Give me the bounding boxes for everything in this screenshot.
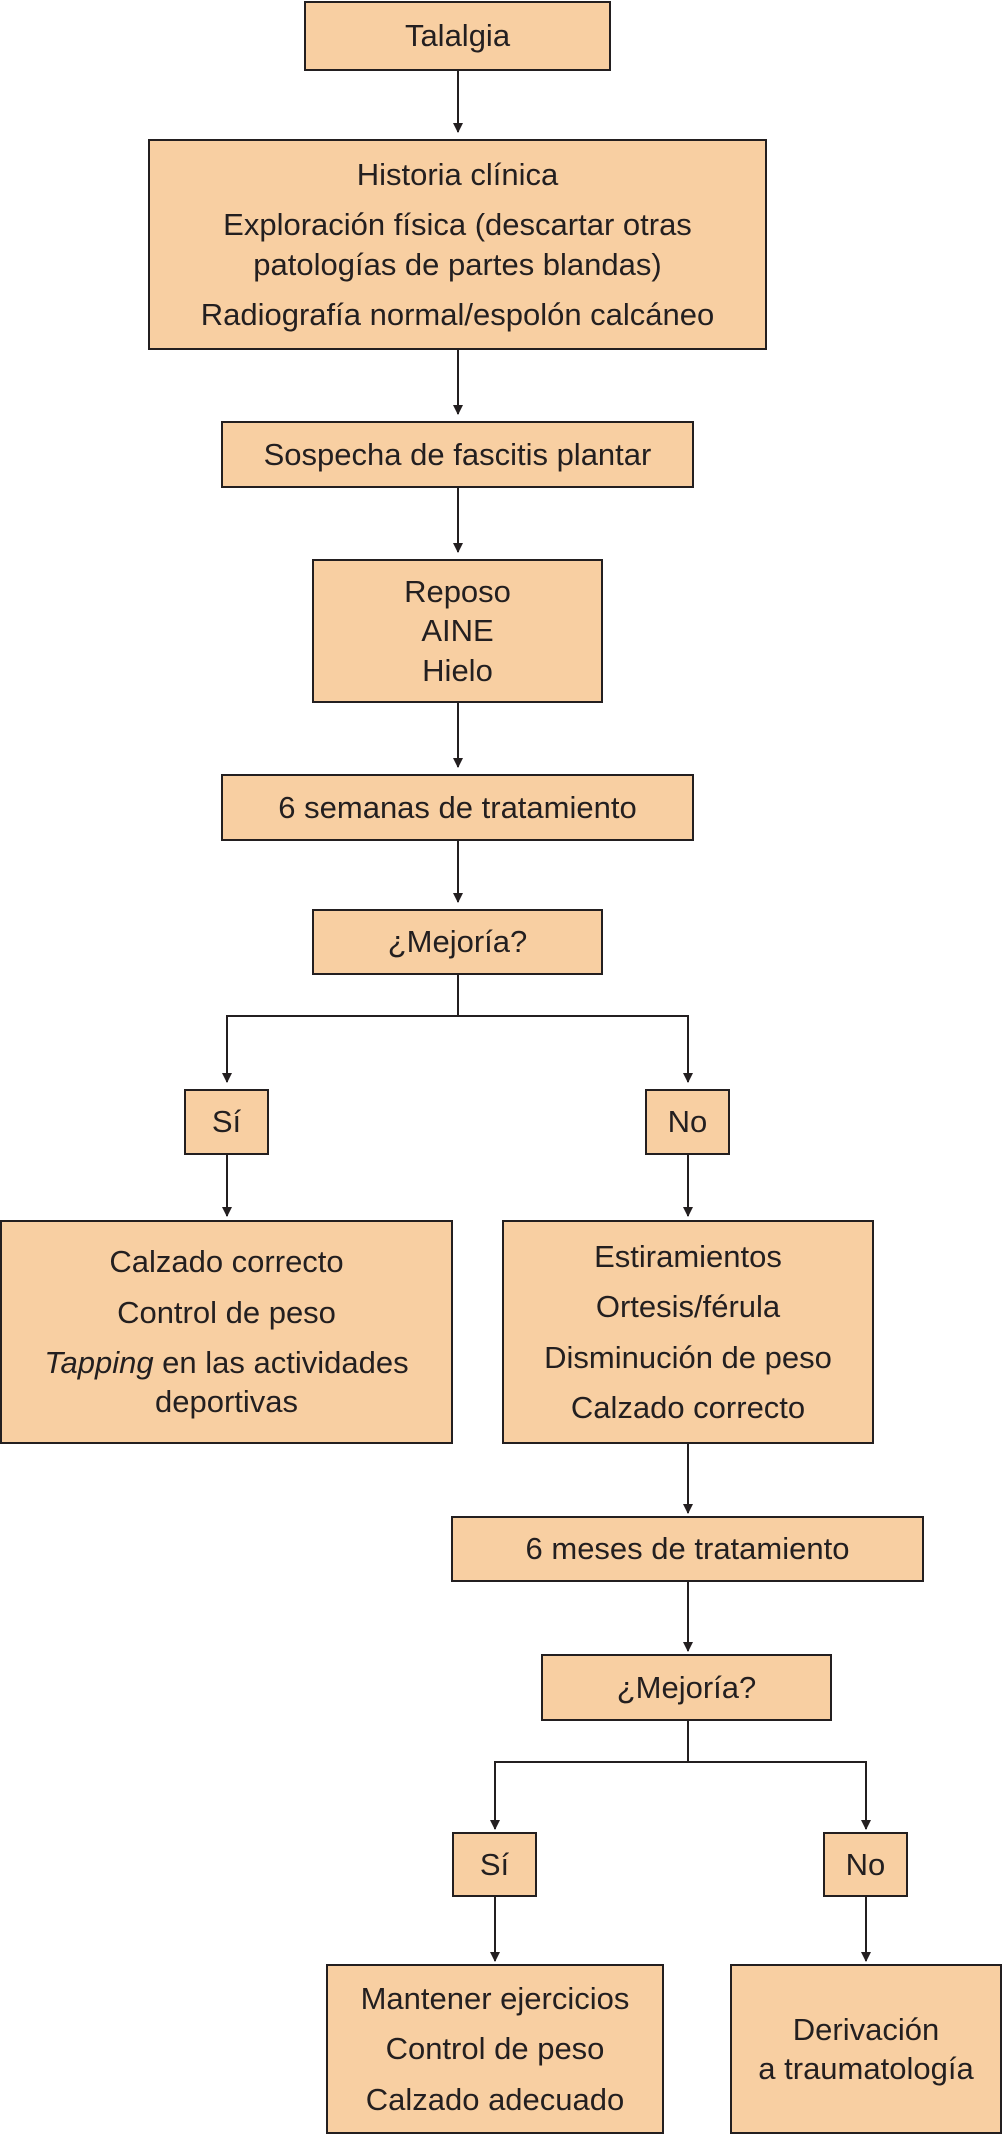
no2-referral-line-1: Derivación <box>792 2011 940 2047</box>
node-improvement-question-2: ¿Mejoría? <box>541 1654 832 1721</box>
yes1-tx-tapping-line: Tapping en las actividades deportivas <box>27 1343 427 1422</box>
node-initial-treatment: Reposo AINE Hielo <box>312 559 603 703</box>
yes1-tx-footwear-line: Calzado correcto <box>109 1244 344 1280</box>
node-yes-1-treatment: Calzado correcto Control de peso Tapping… <box>0 1220 453 1444</box>
initial-tx-ice-line: Hielo <box>422 652 493 688</box>
node-six-weeks: 6 semanas de tratamiento <box>221 774 694 841</box>
no1-tx-orthosis-line: Ortesis/férula <box>595 1289 781 1325</box>
no1-tx-stretching-line: Estiramientos <box>594 1238 782 1274</box>
yes1-tx-weight-line: Control de peso <box>117 1294 336 1330</box>
node-yes-2-text: Sí <box>479 1846 510 1882</box>
node-no-2-text: No <box>845 1846 886 1882</box>
node-suspicion-text: Sospecha de fascitis plantar <box>263 436 652 472</box>
node-no-1-text: No <box>667 1104 708 1140</box>
initial-tx-nsaid-line: AINE <box>421 613 494 649</box>
node-no-2: No <box>823 1832 908 1897</box>
node-no-1: No <box>645 1089 730 1155</box>
branch-improve1 <box>222 975 459 1083</box>
no1-tx-footwear-line: Calzado correcto <box>570 1389 806 1425</box>
yes1-tx-tapping-italic: Tapping <box>44 1345 154 1380</box>
node-clinical-evaluation: Historia clínica Exploración física (des… <box>148 139 767 350</box>
eval-history-line: Historia clínica <box>356 156 559 192</box>
node-improvement-question-2-text: ¿Mejoría? <box>616 1669 757 1705</box>
node-yes-2-treatment: Mantener ejercicios Control de peso Calz… <box>326 1964 664 2134</box>
node-no-2-referral: Derivación a traumatología <box>730 1964 1002 2134</box>
branch-improve1-no <box>458 1015 693 1083</box>
no1-tx-weight-line: Disminución de peso <box>544 1339 832 1375</box>
node-no-1-treatment: Estiramientos Ortesis/férula Disminución… <box>502 1220 874 1444</box>
yes1-tx-tapping-rest: en las actividades deportivas <box>153 1345 409 1420</box>
branch-improve2-no <box>688 1761 871 1830</box>
node-yes-1: Sí <box>184 1089 269 1155</box>
yes2-tx-weight-line: Control de peso <box>385 2031 605 2067</box>
node-six-weeks-text: 6 semanas de tratamiento <box>278 789 637 825</box>
node-suspicion: Sospecha de fascitis plantar <box>221 421 694 488</box>
node-yes-2: Sí <box>452 1832 537 1897</box>
node-talalgia: Talalgia <box>304 1 611 71</box>
yes2-tx-footwear-line: Calzado adecuado <box>365 2081 625 2117</box>
eval-xray-line: Radiografía normal/espolón calcáneo <box>200 296 715 332</box>
node-improvement-question-1-text: ¿Mejoría? <box>387 924 528 960</box>
node-talalgia-text: Talalgia <box>404 18 511 54</box>
node-six-months: 6 meses de tratamiento <box>451 1516 924 1582</box>
node-six-months-text: 6 meses de tratamiento <box>525 1531 850 1567</box>
initial-tx-rest-line: Reposo <box>404 573 511 609</box>
eval-exam-line: Exploración física (descartar otras pato… <box>223 207 692 282</box>
branch-improve2 <box>490 1721 689 1830</box>
yes2-tx-exercises-line: Mantener ejercicios <box>360 1980 630 2016</box>
node-improvement-question-1: ¿Mejoría? <box>312 909 603 975</box>
node-yes-1-text: Sí <box>211 1104 242 1140</box>
no2-referral-line-2: a traumatología <box>758 2051 974 2086</box>
